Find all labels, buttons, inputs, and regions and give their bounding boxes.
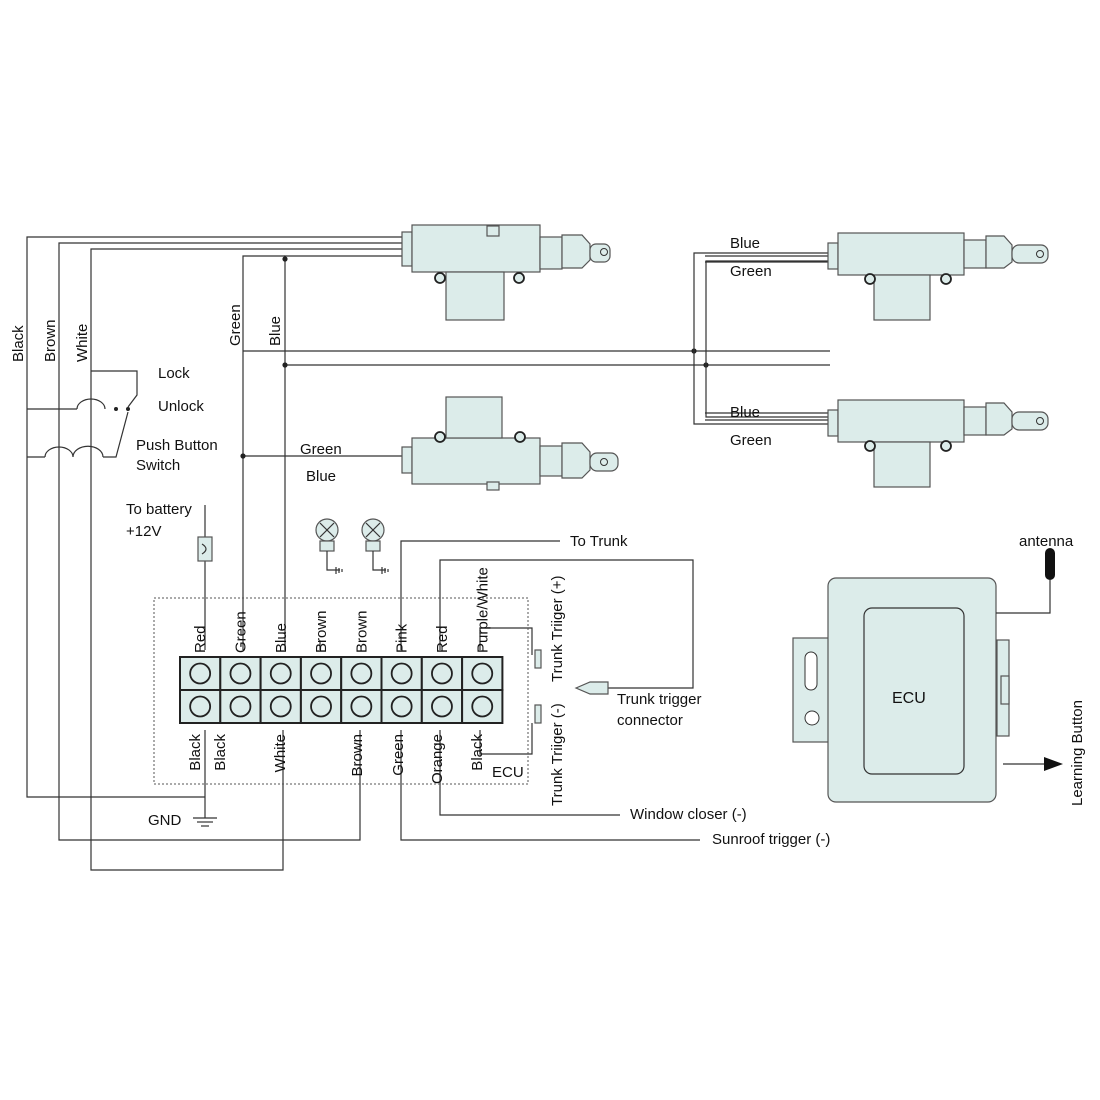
labels: Black Brown White Green Blue Lock Unlock… xyxy=(10,235,1086,848)
label-trunk-connector-1: Trunk trigger xyxy=(617,691,701,708)
pin-label-top: Purple/White xyxy=(474,567,491,653)
actuator-top-left xyxy=(401,224,611,321)
terminal-screw xyxy=(431,695,453,718)
label-rt-blue: Blue xyxy=(730,235,760,252)
label-brown-wire: Brown xyxy=(42,319,59,362)
label-trunk-neg: Trunk Triiger (-) xyxy=(549,703,566,806)
terminal-screw xyxy=(471,695,494,718)
pin-label-top: Brown xyxy=(313,610,330,653)
pin-label-top: Blue xyxy=(273,623,290,653)
label-ecu: ECU xyxy=(892,690,926,707)
pin-label-bottom: Brown xyxy=(349,734,366,777)
terminal-screw xyxy=(269,662,292,685)
terminal-screw xyxy=(229,695,252,718)
pin-label-bottom: Black xyxy=(187,734,204,771)
label-sunroof: Sunroof trigger (-) xyxy=(712,831,830,848)
label-unlock: Unlock xyxy=(158,398,204,415)
label-rt-green: Green xyxy=(730,263,772,280)
pin-label-bottom: Green xyxy=(390,734,407,776)
fuse-battery xyxy=(197,505,213,650)
push-button-switch xyxy=(27,370,138,458)
label-switch-2: Switch xyxy=(136,457,180,474)
label-learning-button: Learning Button xyxy=(1069,700,1086,806)
right-wires xyxy=(693,252,832,425)
terminal-screw xyxy=(189,695,212,718)
terminal-screw xyxy=(390,662,413,685)
label-to-trunk: To Trunk xyxy=(570,533,628,550)
label-battery-2: +12V xyxy=(126,523,161,540)
ground-symbol xyxy=(193,730,217,827)
label-battery-1: To battery xyxy=(126,501,192,518)
pin-label-top: Red xyxy=(434,625,451,653)
label-green-wire: Green xyxy=(227,304,244,346)
pin-label-bottom: Black xyxy=(212,734,229,771)
terminal-screw xyxy=(350,695,373,718)
pin-label-bottom: Black xyxy=(469,734,486,771)
actuator-right-bottom xyxy=(827,399,1049,488)
terminal-screw xyxy=(390,695,413,718)
ecu-module xyxy=(792,548,1063,803)
terminal-screw xyxy=(471,662,494,685)
label-connector-ecu: ECU xyxy=(492,764,524,781)
terminal-screw xyxy=(229,662,252,685)
label-rb-green: Green xyxy=(730,432,772,449)
terminal-screw xyxy=(310,695,332,718)
label-black-wire: Black xyxy=(10,325,27,362)
label-window-closer: Window closer (-) xyxy=(630,806,747,823)
label-white-wire: White xyxy=(74,324,91,362)
left-wires xyxy=(26,236,830,871)
label-mid-blue: Blue xyxy=(306,468,336,485)
label-mid-green: Green xyxy=(300,441,342,458)
label-switch-1: Push Button xyxy=(136,437,218,454)
terminal-screw xyxy=(189,662,212,685)
terminal-screw xyxy=(431,662,453,685)
terminal-screw xyxy=(350,662,373,685)
pin-label-top: Brown xyxy=(353,610,370,653)
pin-label-bottom: Orange xyxy=(429,734,446,784)
actuator-mid xyxy=(401,396,619,491)
label-trunk-connector-2: connector xyxy=(617,712,683,729)
terminal-screw xyxy=(269,695,292,718)
pin-label-top: Red xyxy=(192,625,209,653)
label-trunk-pos: Trunk Triiger (+) xyxy=(549,575,566,682)
label-antenna: antenna xyxy=(1019,533,1074,550)
actuator-right-top xyxy=(827,232,1049,321)
pin-label-bottom: White xyxy=(272,734,289,772)
pin-label-top: Pink xyxy=(394,623,411,653)
label-lock: Lock xyxy=(158,365,190,382)
terminal-screw xyxy=(310,662,332,685)
label-blue-wire: Blue xyxy=(267,316,284,346)
label-gnd: GND xyxy=(148,812,182,829)
label-rb-blue: Blue xyxy=(730,404,760,421)
terminal-block xyxy=(179,656,504,724)
pin-label-top: Green xyxy=(232,611,249,653)
trunk-wires xyxy=(400,540,700,841)
lamps xyxy=(315,518,389,650)
